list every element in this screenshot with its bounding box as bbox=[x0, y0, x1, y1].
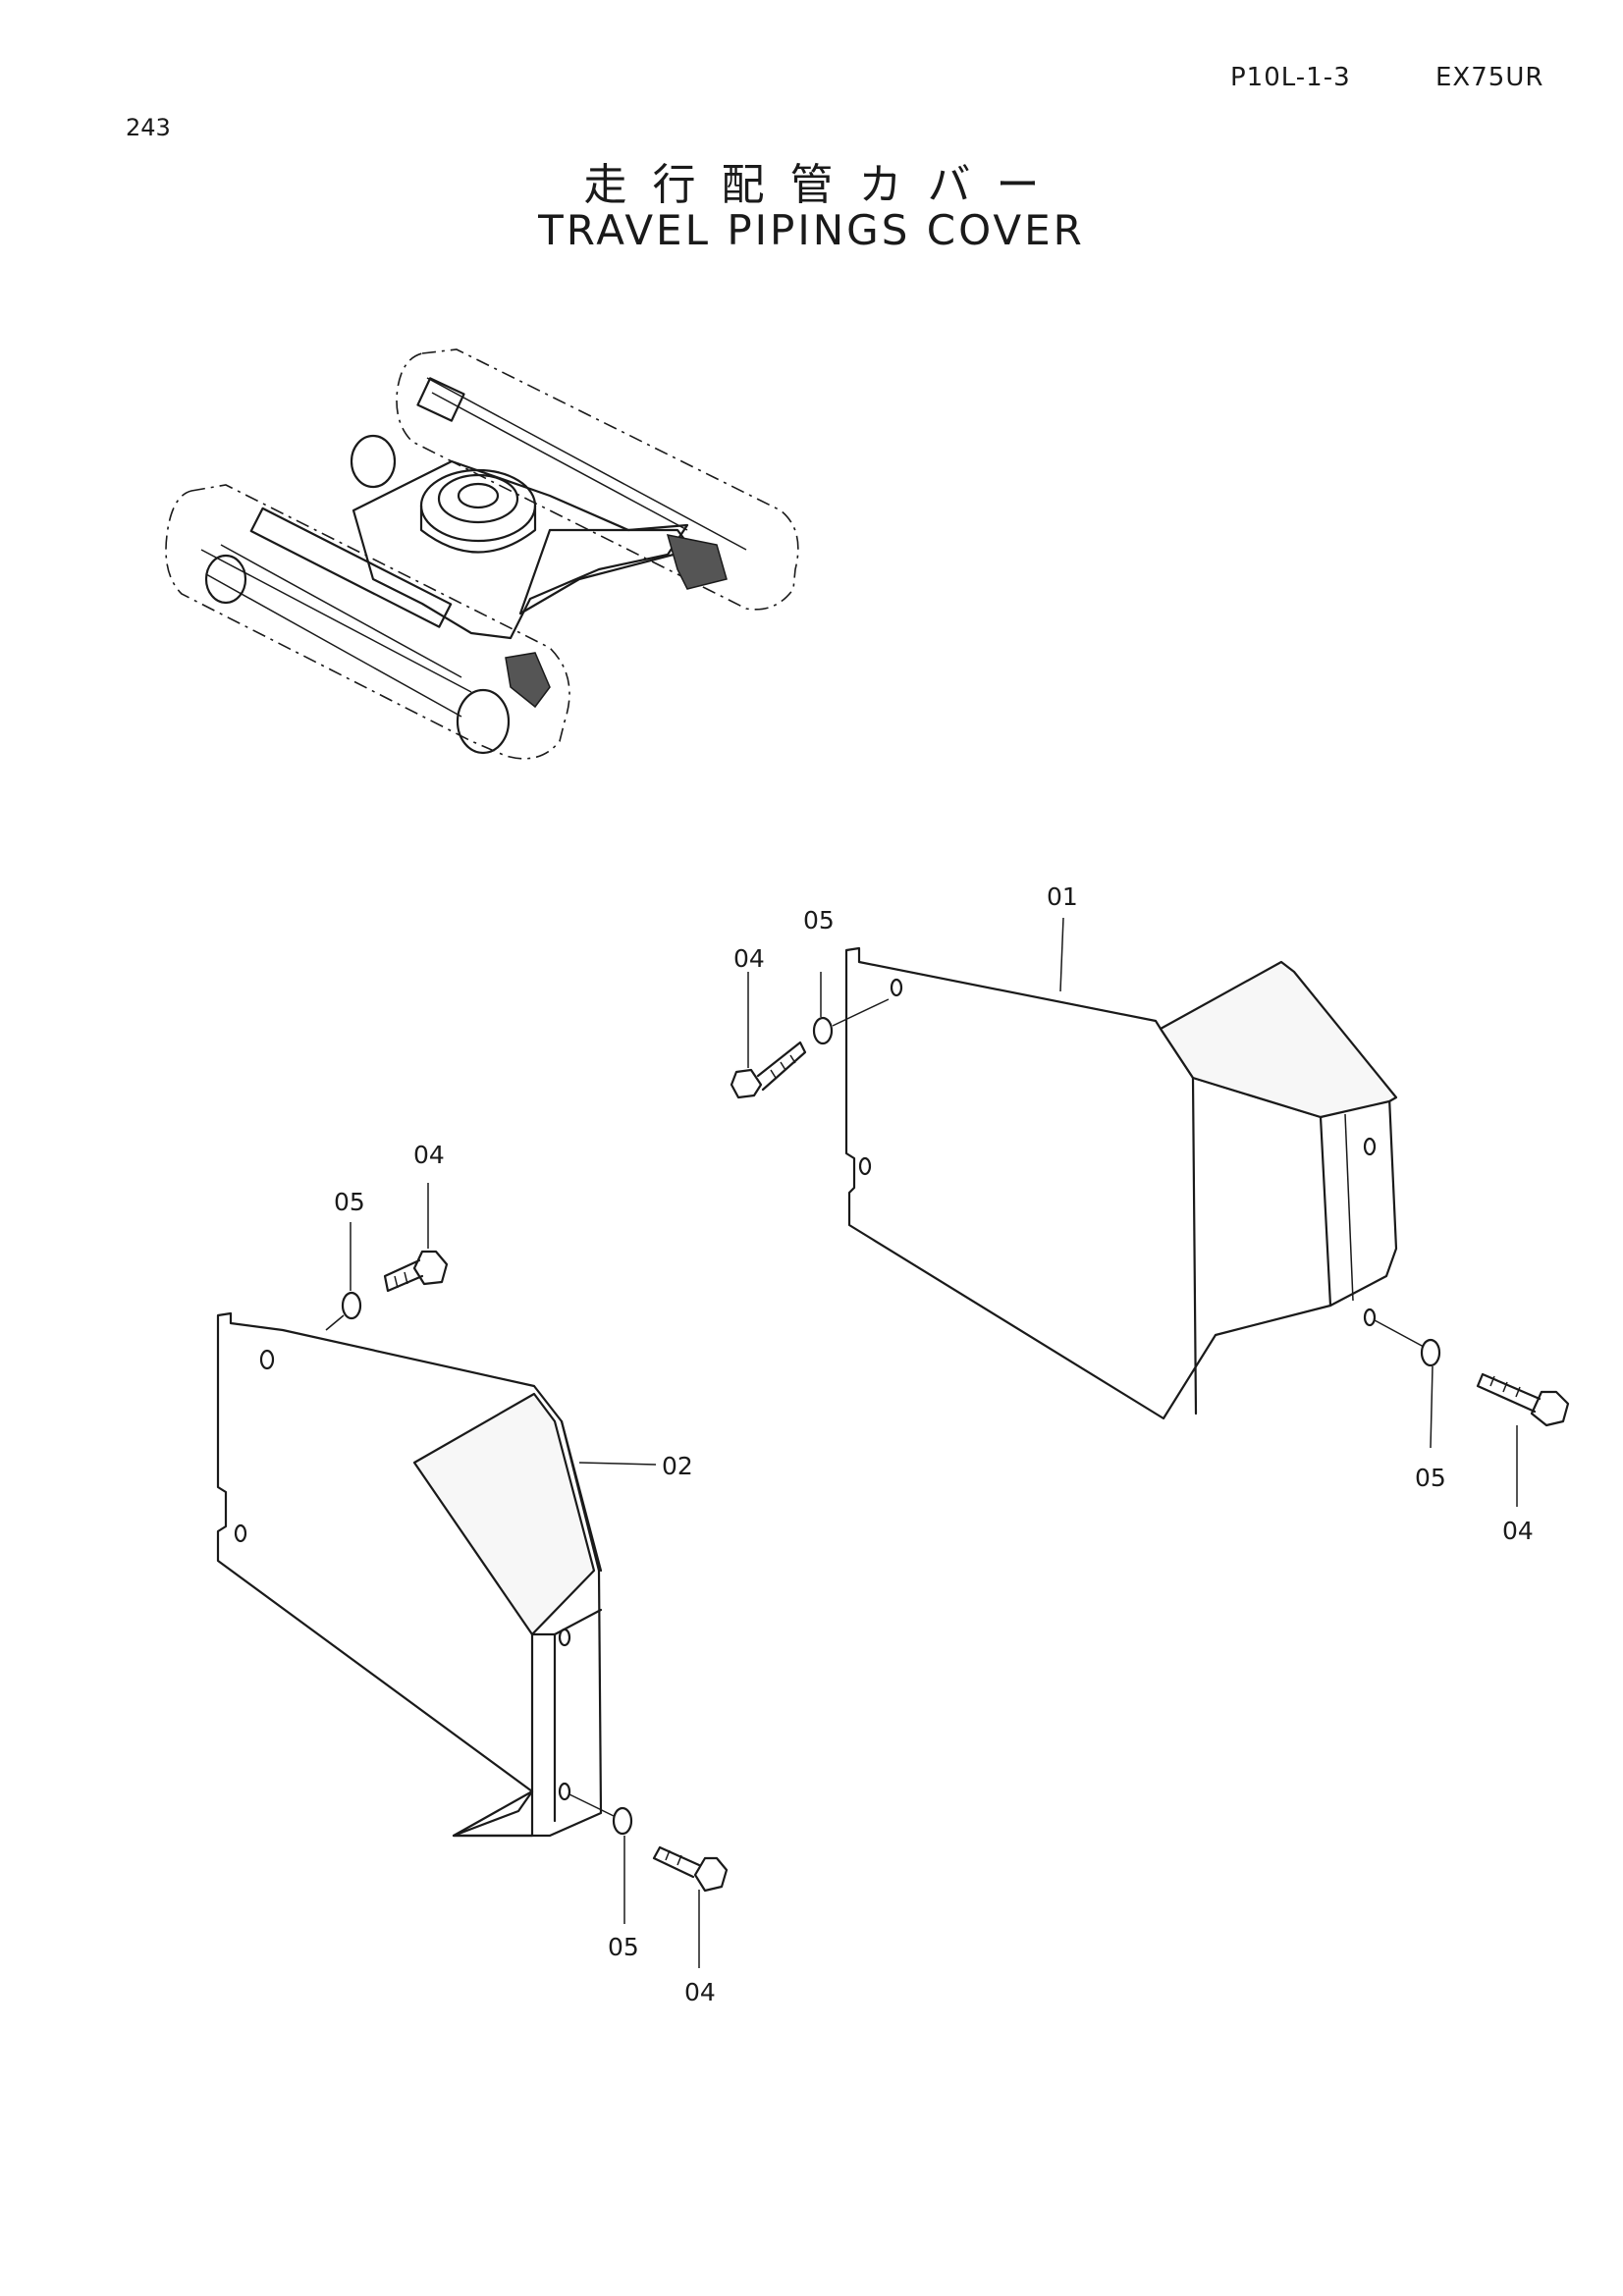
left-bottom-washer bbox=[612, 1806, 633, 1836]
left-bottom-bolt bbox=[652, 1845, 729, 1893]
title-english: TRAVEL PIPINGS COVER bbox=[538, 206, 1085, 254]
callout-right-bottom-washer: 05 bbox=[1415, 1464, 1446, 1492]
right-bottom-washer bbox=[1420, 1338, 1441, 1367]
right-top-bolt bbox=[730, 1041, 807, 1099]
callout-right-top-washer: 05 bbox=[803, 906, 835, 934]
callout-left-top-washer: 05 bbox=[334, 1188, 365, 1216]
right-cover-assembly bbox=[730, 917, 1570, 1507]
page-code: P10L-1-3 bbox=[1230, 63, 1351, 92]
undercarriage-overview bbox=[165, 348, 799, 760]
callout-left-bottom-bolt: 04 bbox=[684, 1978, 716, 2006]
callout-right-cover: 01 bbox=[1047, 882, 1078, 911]
callout-left-bottom-washer: 05 bbox=[608, 1933, 639, 1961]
left-top-bolt bbox=[383, 1250, 449, 1293]
callout-left-cover: 02 bbox=[662, 1452, 693, 1480]
left-cover-assembly bbox=[216, 1183, 729, 1968]
left-top-washer bbox=[341, 1291, 362, 1320]
right-top-washer bbox=[812, 1016, 834, 1045]
right-cover-panel bbox=[844, 946, 1398, 1420]
title-japanese: 走行配管カバー bbox=[583, 160, 1065, 210]
right-bottom-bolt bbox=[1476, 1372, 1570, 1427]
callout-right-bottom-bolt: 04 bbox=[1502, 1517, 1534, 1545]
model-name: EX75UR bbox=[1435, 63, 1544, 92]
callout-left-top-bolt: 04 bbox=[413, 1141, 445, 1169]
page-number: 243 bbox=[126, 114, 171, 141]
callout-right-top-bolt: 04 bbox=[733, 944, 765, 973]
